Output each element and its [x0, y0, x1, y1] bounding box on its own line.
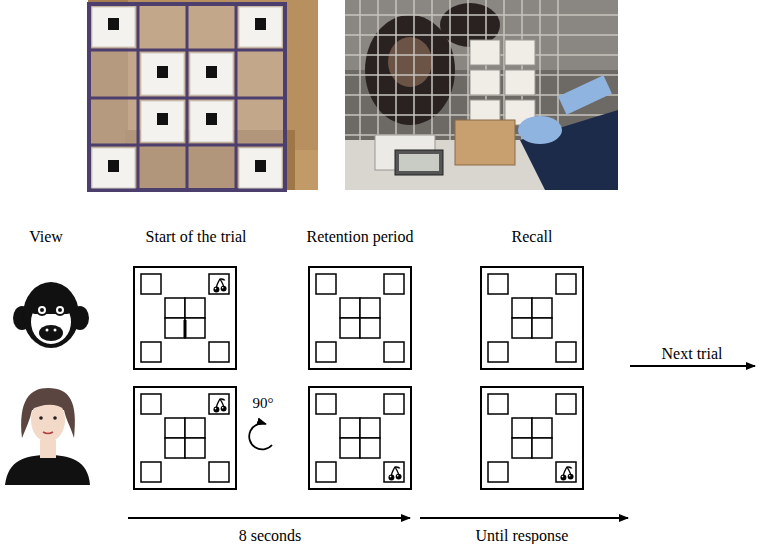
- flow-label: Next trial: [662, 345, 723, 363]
- phase-label: Retention period: [306, 228, 413, 246]
- duration-label: Until response: [476, 527, 569, 544]
- duration-label: 8 seconds: [239, 527, 302, 544]
- human-view-panels: [134, 387, 583, 489]
- woman-icon: [5, 388, 90, 485]
- chimpanzee-icon: [13, 282, 89, 348]
- chimp-view-panels: [134, 267, 583, 369]
- rotation-arrow: [249, 423, 272, 449]
- phase-label: Start of the trial: [146, 228, 247, 246]
- rotation-label: 90°: [253, 394, 274, 412]
- chimpanzee-photo: [345, 0, 618, 190]
- phase-label: Recall: [512, 228, 553, 246]
- time-arrow: [128, 517, 410, 519]
- apparatus-photo: [88, 0, 318, 190]
- next-trial-arrow: [630, 365, 755, 367]
- row-header: View: [29, 228, 63, 246]
- time-arrow: [420, 517, 628, 519]
